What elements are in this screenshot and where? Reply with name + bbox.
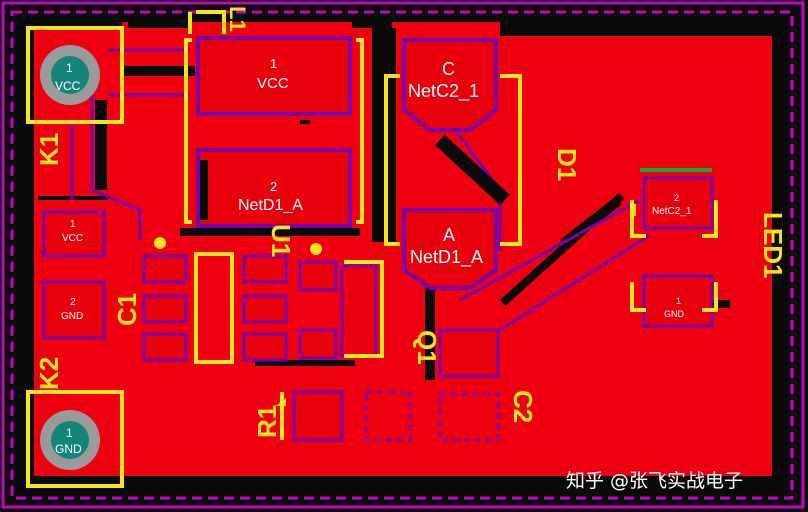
designator-l1[interactable]: L1 — [225, 6, 250, 32]
q1-pin1-dot — [310, 243, 322, 255]
keepout-inner — [10, 10, 794, 500]
l1-pad-1[interactable] — [196, 36, 352, 116]
silkscreen — [26, 10, 718, 488]
k2-pin-number: 1 — [66, 426, 73, 440]
l1-pad-gap — [200, 160, 208, 220]
k1-net-label: VCC — [55, 79, 81, 93]
led1-pad-2[interactable] — [642, 176, 714, 230]
l1-pad2-number: 2 — [270, 179, 278, 194]
led1-pad-1[interactable] — [642, 274, 714, 328]
u1-pin1-dot — [154, 237, 166, 249]
c1-pad1-net: VCC — [62, 233, 84, 244]
k1-pin-number: 1 — [66, 61, 73, 75]
designator-q1[interactable]: Q1 — [412, 330, 442, 365]
designator-k1[interactable]: K1 — [34, 132, 64, 166]
d1-c-letter: C — [442, 59, 455, 79]
q1-pads[interactable] — [298, 260, 378, 360]
r1-pad-1[interactable] — [292, 390, 344, 442]
led1-pad1-net: GND — [664, 309, 684, 319]
designator-led1[interactable]: LED1 — [758, 212, 788, 279]
r1-pin1-marker — [276, 398, 286, 406]
c1-pad2-net: GND — [61, 311, 84, 322]
c1-pad1-number: 1 — [70, 219, 76, 230]
d1-c-net: NetC2_1 — [408, 81, 480, 101]
d1-gap — [435, 134, 510, 206]
watermark-text: 知乎 @张飞实战电子 — [566, 470, 744, 492]
designator-u1[interactable]: U1 — [266, 224, 296, 258]
k1-pad[interactable] — [40, 45, 100, 105]
designator-c2[interactable]: C2 — [508, 390, 538, 424]
k2-net-label: GND — [55, 442, 82, 456]
designator-d1[interactable]: D1 — [552, 148, 582, 182]
c1-pad-2[interactable] — [42, 280, 106, 340]
designator-r1[interactable]: R1 — [252, 404, 282, 438]
designator-c1[interactable]: C1 — [112, 292, 142, 326]
k2-pad[interactable] — [40, 410, 100, 470]
c2-pad-1[interactable] — [438, 328, 500, 378]
d1-pad-c[interactable] — [402, 38, 498, 132]
c2-pad-2[interactable] — [438, 392, 500, 442]
l1-pad-2[interactable] — [196, 148, 352, 228]
led1-pad2-number: 2 — [674, 193, 680, 203]
d1-a-letter: A — [443, 225, 456, 245]
d1-a-net: NetD1_A — [410, 247, 484, 267]
d1-pad-a[interactable] — [402, 208, 498, 290]
designator-k2[interactable]: K2 — [34, 356, 64, 390]
led1-pad1-number: 1 — [676, 296, 682, 306]
led1-green-marker — [640, 168, 712, 172]
l1-pad1-number: 1 — [270, 56, 278, 71]
l1-pad1-net: VCC — [257, 75, 289, 92]
l1-pad2-net: NetD1_A — [238, 197, 303, 214]
led1-pad2-net: NetC2_1 — [652, 206, 692, 217]
u1-pads[interactable] — [142, 254, 288, 362]
r1-pad-2[interactable] — [364, 390, 412, 442]
c1-pad-1[interactable] — [42, 210, 106, 258]
c1-pad2-number: 2 — [70, 297, 76, 308]
